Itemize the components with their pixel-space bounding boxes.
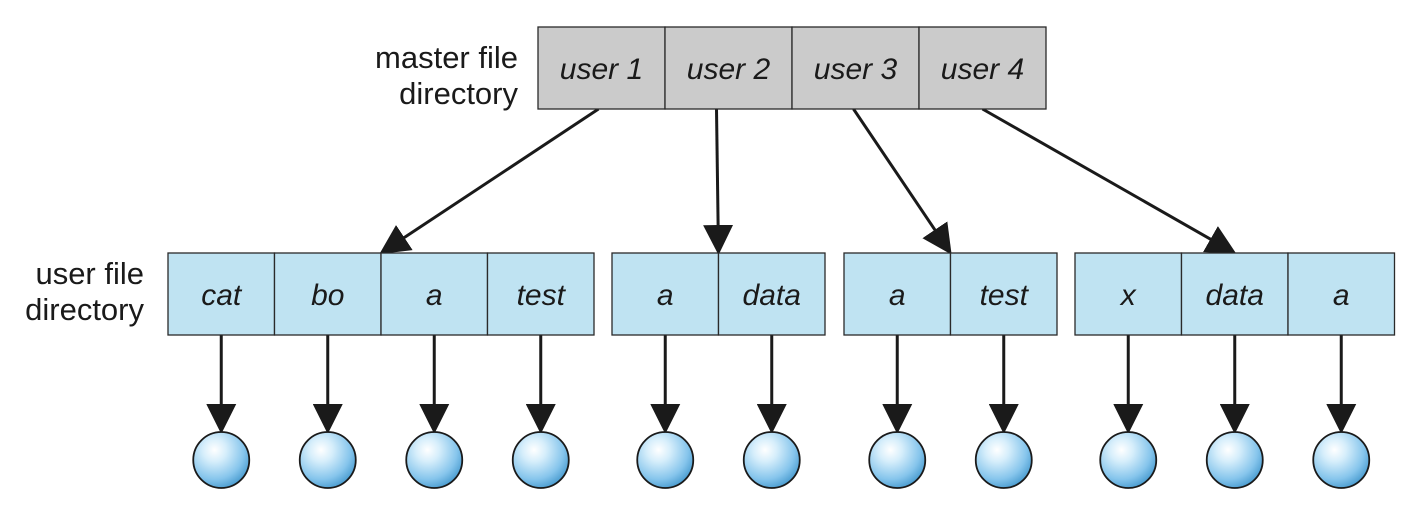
user-cell-box	[1074, 252, 1183, 336]
user-cell-box	[949, 252, 1058, 336]
file-sphere-icon	[974, 431, 1033, 489]
file-sphere-icon	[405, 431, 464, 489]
file-sphere-icon	[192, 431, 251, 489]
user-cell-box	[1180, 252, 1289, 336]
user-cell-box	[486, 252, 595, 336]
file-sphere-icon	[1312, 431, 1371, 489]
arrows-layer	[206, 107, 1357, 434]
user-file-directory-label: user file directory	[8, 256, 144, 328]
user-directory-1: cat bo a test	[167, 252, 595, 336]
user-cell-a: a	[611, 252, 720, 336]
user-directory-3: a test	[843, 252, 1058, 336]
user-cell-label: a	[426, 279, 443, 312]
user-cell-label: cat	[201, 279, 243, 312]
user-cell-cat: cat	[167, 252, 276, 336]
user-cell-a: a	[380, 252, 489, 336]
master-cell-label: user 2	[687, 53, 771, 86]
user-cell-data: data	[717, 252, 826, 336]
user-cell-label: test	[980, 279, 1030, 312]
master-to-user-arrow	[703, 108, 734, 255]
user-cell-label: a	[657, 279, 674, 312]
user-label-line1: user file	[35, 256, 144, 291]
master-cell-user-2: user 2	[664, 26, 793, 110]
master-cell-box	[791, 26, 920, 110]
file-sphere-icon	[742, 431, 801, 489]
user-directory-4: x data a	[1074, 252, 1396, 336]
user-cell-label: a	[1333, 279, 1350, 312]
user-cell-label: test	[517, 279, 567, 312]
master-to-user-arrow	[379, 107, 600, 255]
user-cell-box	[273, 252, 382, 336]
master-to-user-arrow	[981, 107, 1237, 254]
user-cell-a: a	[843, 252, 952, 336]
master-cell-box	[918, 26, 1047, 110]
master-cell-label: user 1	[560, 53, 643, 86]
master-cell-label: user 3	[814, 53, 898, 86]
user-cell-test: test	[949, 252, 1058, 336]
file-sphere-icon	[1099, 431, 1158, 489]
user-cell-box	[167, 252, 276, 336]
user-cell-a: a	[1287, 252, 1396, 336]
user-cell-box	[1287, 252, 1396, 336]
file-sphere-icon	[298, 431, 357, 489]
user-cell-box	[717, 252, 826, 336]
master-file-directory-label: master file directory	[300, 40, 518, 112]
master-cell-user-3: user 3	[791, 26, 920, 110]
files-row	[192, 431, 1371, 489]
file-sphere-icon	[636, 431, 695, 489]
user-cell-box	[380, 252, 489, 336]
user-cell-box	[843, 252, 952, 336]
file-sphere-icon	[511, 431, 570, 489]
master-directory-row: user 1 user 2 user 3 user 4	[537, 26, 1047, 110]
user-cell-label: data	[1206, 279, 1264, 312]
user-cell-bo: bo	[273, 252, 382, 336]
user-cell-label: x	[1119, 279, 1137, 312]
master-to-user-arrow	[852, 108, 952, 255]
user-cell-data: data	[1180, 252, 1289, 336]
master-label-line2: directory	[399, 76, 518, 111]
file-sphere-icon	[868, 431, 927, 489]
user-label-line2: directory	[25, 292, 144, 327]
user-directories-row: cat bo a test a data a test x data a	[167, 252, 1396, 336]
user-cell-label: a	[889, 279, 906, 312]
master-cell-user-1: user 1	[537, 26, 666, 110]
user-cell-x: x	[1074, 252, 1183, 336]
user-cell-test: test	[486, 252, 595, 336]
master-cell-label: user 4	[941, 53, 1024, 86]
master-cell-box	[664, 26, 793, 110]
file-sphere-icon	[1205, 431, 1264, 489]
user-cell-label: data	[743, 279, 801, 312]
master-label-line1: master file	[375, 40, 518, 75]
master-cell-user-4: user 4	[918, 26, 1047, 110]
user-directory-2: a data	[611, 252, 826, 336]
user-cell-label: bo	[311, 279, 344, 312]
user-cell-box	[611, 252, 720, 336]
